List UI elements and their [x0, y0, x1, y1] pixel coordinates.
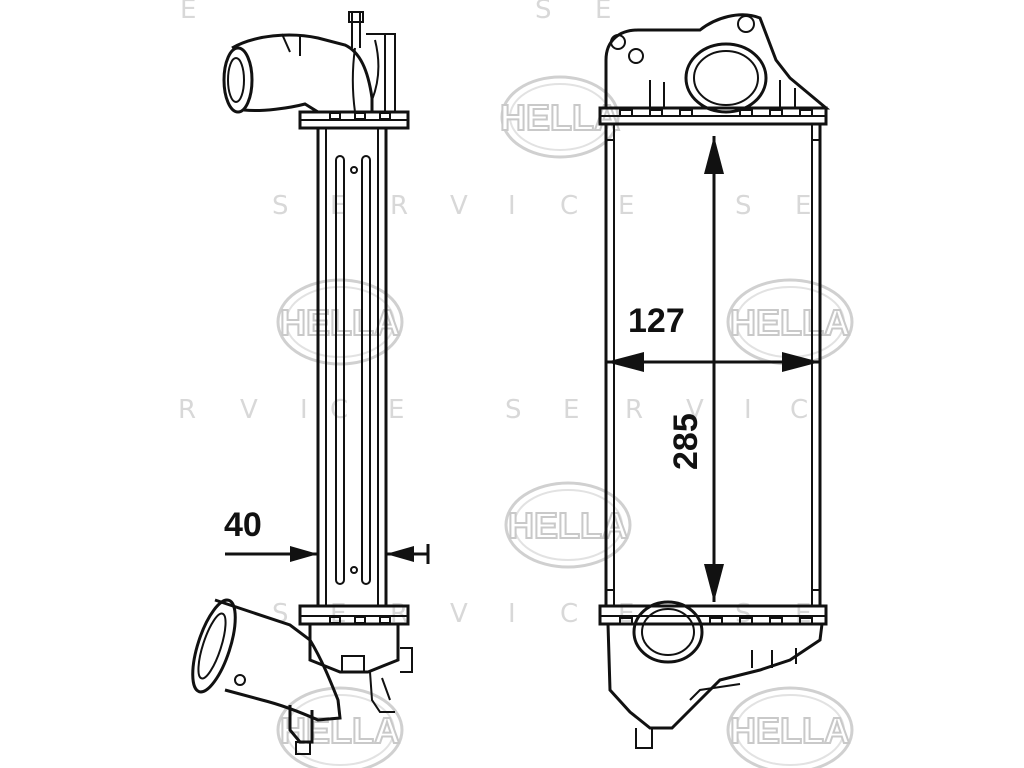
hella-logo-text: HELLA [730, 302, 850, 343]
depth-dimension: 40 [224, 506, 430, 564]
side-view-drawing: 40 [191, 11, 430, 755]
service-letter: C [330, 395, 350, 425]
service-letter: R [178, 395, 198, 425]
bottom-header-tank [298, 604, 413, 674]
top-header-tank [298, 110, 410, 130]
service-letter: E [595, 0, 613, 25]
service-letter: V [450, 191, 470, 221]
service-letter: E [180, 0, 198, 25]
front-view-drawing: 127 285 [598, 13, 831, 749]
service-letter: E [795, 191, 813, 221]
service-letter: C [790, 395, 810, 425]
width-dimension-label: 127 [628, 302, 685, 340]
front-core [604, 122, 822, 608]
hella-logo-text: HELLA [280, 302, 400, 343]
service-letter: I [300, 395, 310, 425]
depth-arrow-right [386, 546, 414, 562]
service-letter: V [686, 395, 706, 425]
width-arrow-left [606, 352, 644, 372]
hella-logo-text: HELLA [730, 710, 850, 751]
depth-arrow-left [290, 546, 318, 562]
service-letter: C [560, 599, 580, 629]
hella-logo-watermark: HELLA [276, 686, 404, 768]
service-watermark-row: S E R V I C E S E [272, 191, 813, 221]
service-letter: S [535, 0, 554, 25]
core-side-body [316, 126, 388, 608]
height-arrow-top [704, 136, 724, 174]
service-letter: E [330, 191, 348, 221]
service-letter: E [618, 191, 636, 221]
service-watermark-row: E S E [180, 0, 613, 25]
height-dimension: 285 [667, 136, 724, 602]
front-bottom-tank [598, 600, 828, 749]
service-letter: I [744, 395, 754, 425]
hella-logo-watermark: HELLA [504, 481, 632, 569]
front-top-tank [598, 13, 831, 126]
depth-dimension-label: 40 [224, 506, 262, 544]
hella-logo-text: HELLA [508, 505, 628, 546]
service-letter: S [272, 191, 291, 221]
service-letter: E [388, 395, 406, 425]
service-letter: S [505, 395, 524, 425]
service-letter: V [240, 395, 260, 425]
hella-logo-watermark: HELLA [726, 686, 854, 768]
width-arrow-right [782, 352, 820, 372]
top-inlet-pipe [222, 11, 396, 114]
service-letter: R [390, 191, 410, 221]
service-letter: E [563, 395, 581, 425]
service-letter: C [560, 191, 580, 221]
service-letter: I [508, 191, 518, 221]
service-letter: R [625, 395, 645, 425]
service-letter: S [735, 191, 754, 221]
service-letter: I [508, 599, 518, 629]
hella-logo-watermark: HELLA [276, 278, 404, 366]
hella-logo-text: HELLA [500, 97, 620, 138]
hella-logo-watermark: HELLA [726, 278, 854, 366]
height-dimension-label: 285 [667, 413, 705, 470]
bottom-outlet-pipe [191, 598, 395, 755]
service-letter: V [450, 599, 470, 629]
height-arrow-bottom [704, 564, 724, 602]
